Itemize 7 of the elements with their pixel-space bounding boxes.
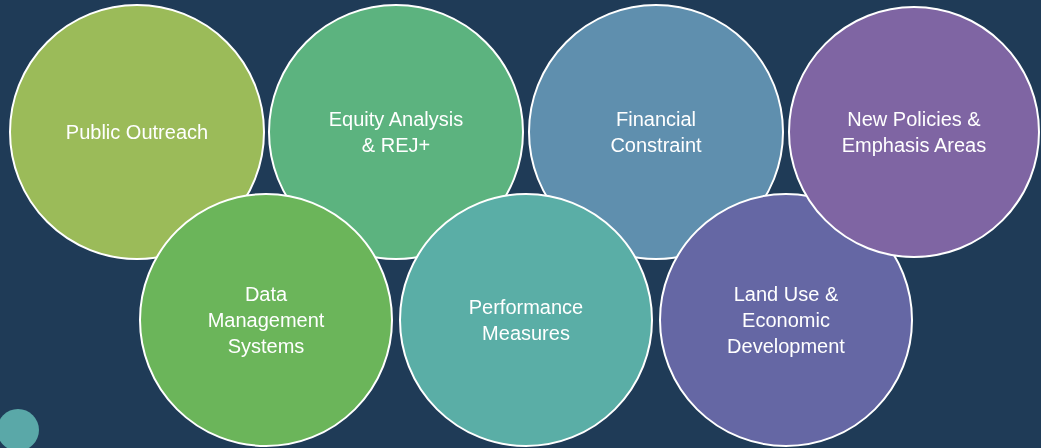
node-label: Financial Constraint <box>609 107 703 158</box>
node-label: Public Outreach <box>65 120 209 145</box>
node-label: Performance Measures <box>467 295 585 346</box>
node-label: New Policies & Emphasis Areas <box>840 107 988 158</box>
node-label: Data Management Systems <box>206 282 326 359</box>
node-label: Land Use & Economic Development <box>726 282 846 359</box>
node-label: Equity Analysis & REJ+ <box>327 107 465 158</box>
